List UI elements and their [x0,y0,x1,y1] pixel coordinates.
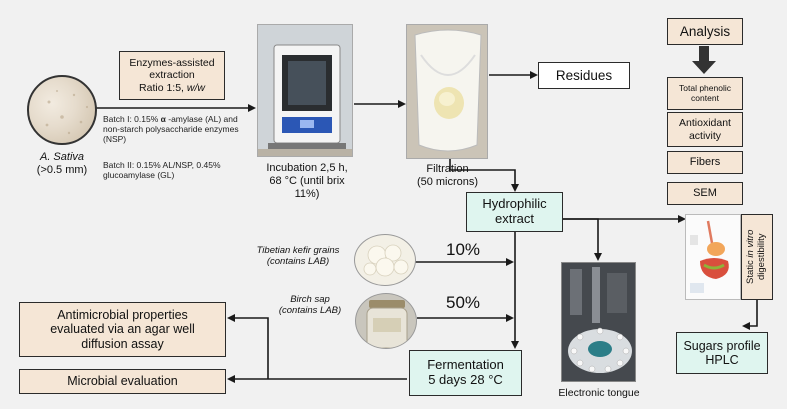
garlic-powder-image [27,75,97,145]
garlic-size: (>0.5 mm) [36,164,88,176]
digestibility-suffix: digestibility [756,233,767,281]
digestion-system-image [685,214,741,300]
kefir-percent: 10% [446,240,481,259]
arrow-to-antimicrobial [227,314,269,379]
analysis-item-fibers: Fibers [667,151,743,174]
microbial-evaluation-box: Microbial evaluation [19,369,226,394]
filtration-image [406,24,488,159]
fermentation-box: Fermentation 5 days 28 °C [409,350,522,396]
enzyme-extraction-box: Enzymes-assisted extraction Ratio 1:5, w… [119,51,225,100]
sugars-profile-box: Sugars profile HPLC [676,332,768,374]
incubation-label: Incubation 2,5 h, 68 °C (until brix 11%) [266,162,348,201]
filtration-label: Filtration (50 microns) [416,163,479,189]
arrow-digestibility-to-sugars [742,300,758,330]
electronic-tongue-image [561,262,636,382]
electronic-tongue-label: Electronic tongue [558,387,640,399]
birch-sap-image [355,293,417,349]
batch-2-text: Batch II: 0.15% AL/NSP, 0.45% glucoamyla… [103,160,221,181]
enzyme-ratio: Ratio 1:5, w/w [139,81,205,94]
analysis-item-sem: SEM [667,182,743,205]
kefir-label: Tibetian kefir grains (contains LAB) [256,245,340,268]
analysis-item-antioxidant: Antioxidant activity [667,112,743,147]
birch-label: Birch sap (contains LAB) [278,294,342,317]
batch-1-text: Batch I: 0.15% α -amylase (AL) and non-s… [103,114,239,145]
hydrophilic-extract-box: Hydrophilic extract [466,192,563,232]
enzyme-line2: extraction [149,69,195,82]
analysis-item-phenolic: Total phenolic content [667,77,743,110]
birch-percent: 50% [446,293,481,312]
antimicrobial-box: Antimicrobial properties evaluated via a… [19,302,226,357]
garlic-name: A. Sativa [39,151,85,163]
residues-box: Residues [538,62,630,89]
kefir-image [354,234,416,286]
analysis-down-arrow [692,61,716,74]
digestibility-box: Static in vitro digestibility [741,214,773,300]
incubator-image [257,24,353,157]
analysis-title-box: Analysis [667,18,743,45]
enzyme-line1: Enzymes-assisted [129,57,215,70]
arrow-hydrophilic-to-tongue [563,218,602,261]
